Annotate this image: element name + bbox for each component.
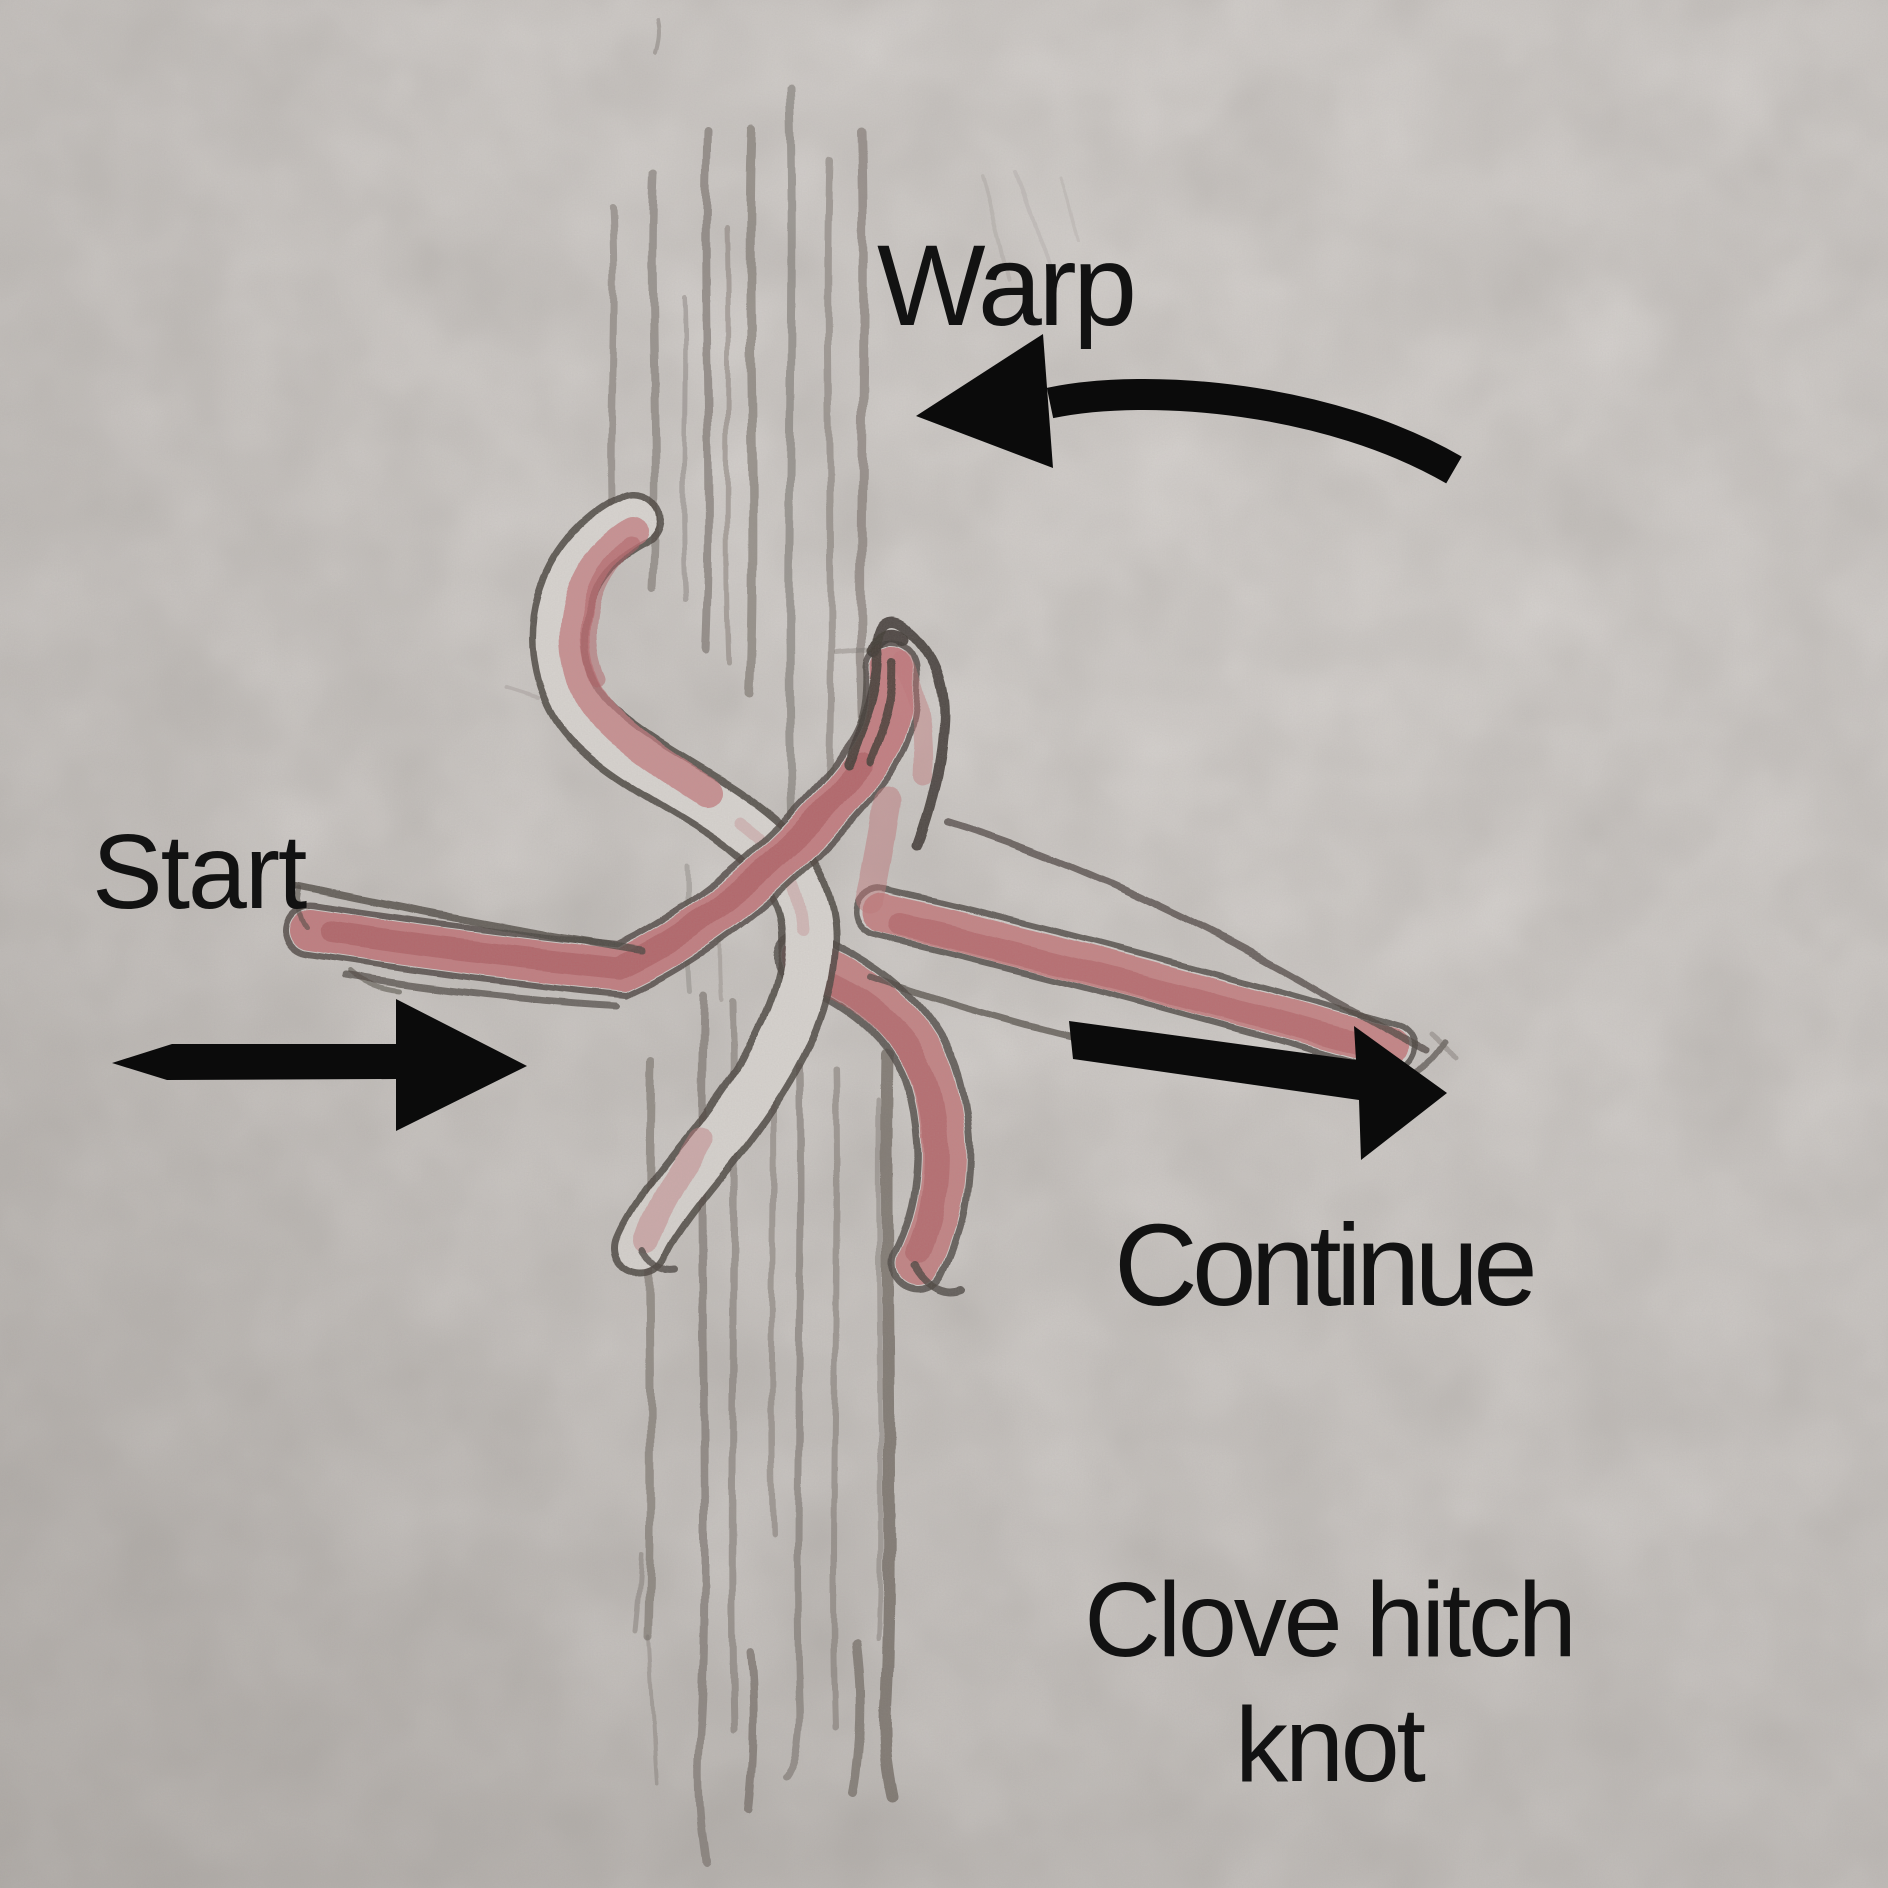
warp-label: Warp (877, 222, 1137, 350)
warp-arrow-head (916, 334, 1053, 468)
continue-right-arrow-icon (1069, 1021, 1447, 1160)
caption-line-1: Clove hitch (1084, 1561, 1577, 1679)
caption-line-2: knot (1235, 1686, 1426, 1805)
caption-title: Clove hitch knot (979, 1558, 1679, 1808)
annotation-arrows (112, 334, 1462, 1160)
continue-label: Continue (1114, 1200, 1538, 1330)
start-label: Start (92, 813, 307, 931)
start-right-arrow-icon (112, 999, 527, 1131)
warp-arrow-shaft (1046, 379, 1462, 484)
warp-left-arrow-icon (916, 334, 1462, 484)
